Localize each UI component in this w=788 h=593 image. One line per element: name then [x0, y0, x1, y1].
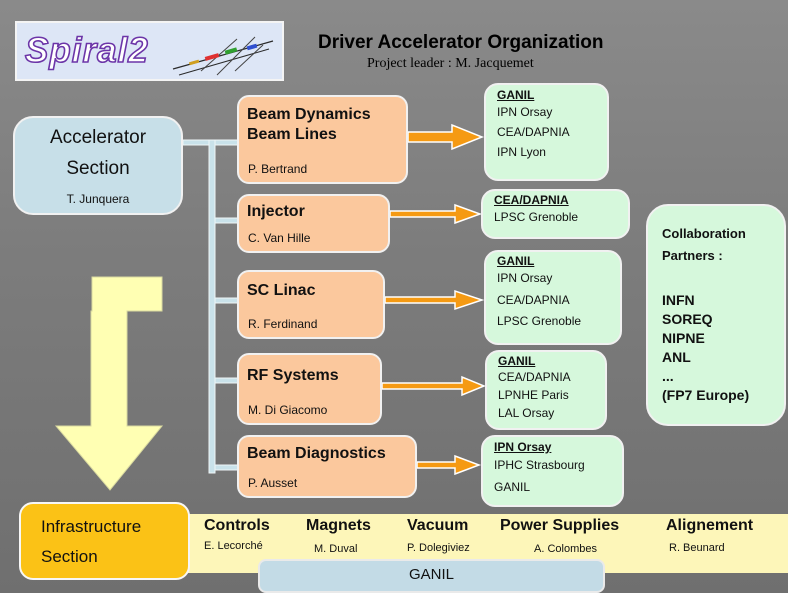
accelerator-section-label: Section	[66, 158, 130, 179]
partner-item: LPSC Grenoble	[497, 314, 582, 328]
infrastructure-item-name: Alignement	[666, 517, 754, 534]
infrastructure-item-leader: R. Beunard	[669, 542, 725, 554]
group-leader: P. Bertrand	[248, 162, 308, 176]
project-leader: Project leader : M. Jacquemet	[367, 56, 534, 71]
collaboration-member: NIPNE	[662, 330, 705, 346]
partners-injector: CEA/DAPNIA LPSC Grenoble	[481, 189, 630, 239]
partner-item: CEA/DAPNIA	[497, 292, 570, 307]
branch-connector-sc-linac	[214, 297, 240, 304]
group-leader: M. Di Giacomo	[248, 403, 328, 417]
partners-beam-dynamics: GANIL IPN Orsay CEA/DAPNIA IPN Lyon	[484, 83, 609, 181]
group-leader: R. Ferdinand	[248, 317, 318, 331]
collaboration-member: (FP7 Europe)	[662, 387, 750, 403]
infrastructure-section-label: Infrastructure	[41, 517, 142, 536]
partner-item: IPN Orsay	[497, 105, 553, 119]
group-leader: P. Ausset	[248, 476, 298, 490]
partner-lead: GANIL	[497, 88, 535, 102]
branch-connector-diagnostics	[214, 464, 240, 471]
partner-lead: CEA/DAPNIA	[494, 193, 569, 207]
partner-item: CEA/DAPNIA	[497, 125, 570, 139]
group-name: Beam Diagnostics	[247, 445, 386, 462]
partner-item: LPSC Grenoble	[494, 210, 579, 224]
partners-rf-systems: GANIL CEA/DAPNIA LPNHE Paris LAL Orsay	[485, 350, 607, 430]
logo-accelerator-graphic	[172, 36, 274, 76]
partner-item: CEA/DAPNIA	[498, 370, 571, 384]
infrastructure-item-name: Vacuum	[407, 517, 469, 534]
infrastructure-item-leader: M. Duval	[314, 543, 358, 555]
collaboration-member: ANL	[662, 349, 691, 365]
arrow-icon	[381, 375, 486, 397]
logo-text: Spiral2	[24, 30, 149, 71]
partner-lead: GANIL	[498, 354, 536, 368]
group-name: Beam Dynamics	[247, 106, 371, 123]
partner-lead: GANIL	[497, 254, 535, 268]
group-beam-dynamics: Beam Dynamics Beam Lines P. Bertrand	[237, 95, 408, 184]
partner-item: GANIL	[494, 480, 531, 494]
arrow-icon	[416, 454, 482, 476]
ganil-bar: GANIL	[258, 559, 605, 593]
collaboration-heading: Partners :	[662, 248, 723, 263]
collaboration-heading: Collaboration	[662, 226, 746, 241]
infrastructure-down-arrow-icon	[54, 276, 164, 491]
arrow-icon	[384, 289, 485, 311]
partners-sc-linac: GANIL IPN Orsay CEA/DAPNIA LPSC Grenoble	[484, 250, 622, 345]
partner-item: LAL Orsay	[498, 406, 555, 420]
partner-item: IPN Lyon	[497, 145, 546, 159]
group-beam-diagnostics: Beam Diagnostics P. Ausset	[237, 435, 417, 498]
infrastructure-section-label: Section	[41, 547, 98, 566]
partners-beam-diagnostics: IPN Orsay IPHC Strasbourg GANIL	[481, 435, 624, 507]
group-name: Injector	[247, 203, 305, 220]
branch-connector-rf	[214, 377, 240, 384]
accelerator-section-leader: T. Junquera	[66, 192, 130, 206]
accelerator-section-label: Accelerator	[49, 127, 147, 148]
partner-item: LPNHE Paris	[498, 388, 569, 402]
partner-item: IPN Orsay	[497, 271, 553, 285]
infrastructure-section-box: Infrastructure Section	[19, 502, 190, 580]
ganil-label: GANIL	[408, 566, 454, 583]
vertical-connector	[208, 139, 216, 474]
group-injector: Injector C. Van Hille	[237, 194, 390, 253]
branch-connector-injector	[214, 217, 240, 224]
infrastructure-item-leader: P. Dolegiviez	[407, 542, 470, 554]
collaboration-member: ...	[662, 368, 674, 384]
collaboration-member: SOREQ	[662, 311, 713, 327]
collaboration-partners-box: Collaboration Partners : INFN SOREQ NIPN…	[646, 204, 786, 426]
infrastructure-item-name: Power Supplies	[500, 517, 620, 534]
group-name: Beam Lines	[247, 126, 337, 143]
accelerator-section-box: Accelerator Section T. Junquera	[13, 116, 183, 215]
group-leader: C. Van Hille	[248, 231, 311, 245]
group-rf-systems: RF Systems M. Di Giacomo	[237, 353, 382, 425]
group-sc-linac: SC Linac R. Ferdinand	[237, 270, 385, 339]
infrastructure-item-leader: A. Colombes	[534, 543, 597, 555]
group-name: RF Systems	[247, 367, 339, 384]
page-title: Driver Accelerator Organization	[318, 32, 604, 53]
arrow-icon	[389, 203, 483, 225]
partner-item: IPHC Strasbourg	[494, 458, 585, 472]
collaboration-member: INFN	[662, 292, 695, 308]
arrow-icon	[407, 123, 485, 151]
partner-lead: IPN Orsay	[494, 440, 552, 454]
group-name: SC Linac	[247, 282, 316, 299]
infrastructure-item-leader: E. Lecorché	[204, 540, 263, 552]
spiral2-logo: Spiral2	[15, 21, 284, 81]
infrastructure-item-name: Magnets	[306, 517, 371, 534]
infrastructure-item-name: Controls	[204, 517, 270, 534]
